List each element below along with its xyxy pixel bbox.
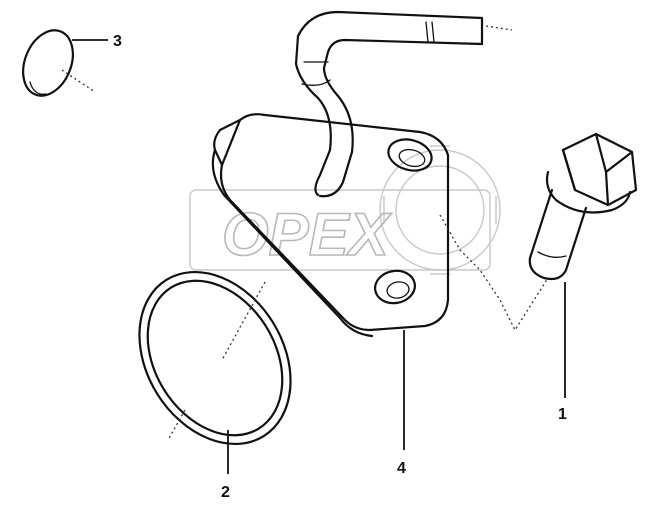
flange-pipe — [211, 10, 549, 338]
callout-3: 3 — [72, 33, 122, 50]
watermark-text: OPEX — [222, 201, 393, 268]
callout-label: 3 — [113, 33, 122, 50]
plug-cap — [22, 29, 96, 97]
callout-label: 2 — [221, 484, 230, 501]
callout-1: 1 — [558, 282, 567, 423]
callout-4: 4 — [397, 330, 406, 477]
bolt — [528, 132, 638, 281]
callout-2: 2 — [221, 430, 230, 501]
sealing-ring — [138, 270, 292, 446]
callout-label: 4 — [397, 460, 406, 477]
callout-label: 1 — [558, 406, 567, 423]
watermark-frame — [189, 189, 491, 271]
watermark: OPEX — [189, 145, 501, 275]
